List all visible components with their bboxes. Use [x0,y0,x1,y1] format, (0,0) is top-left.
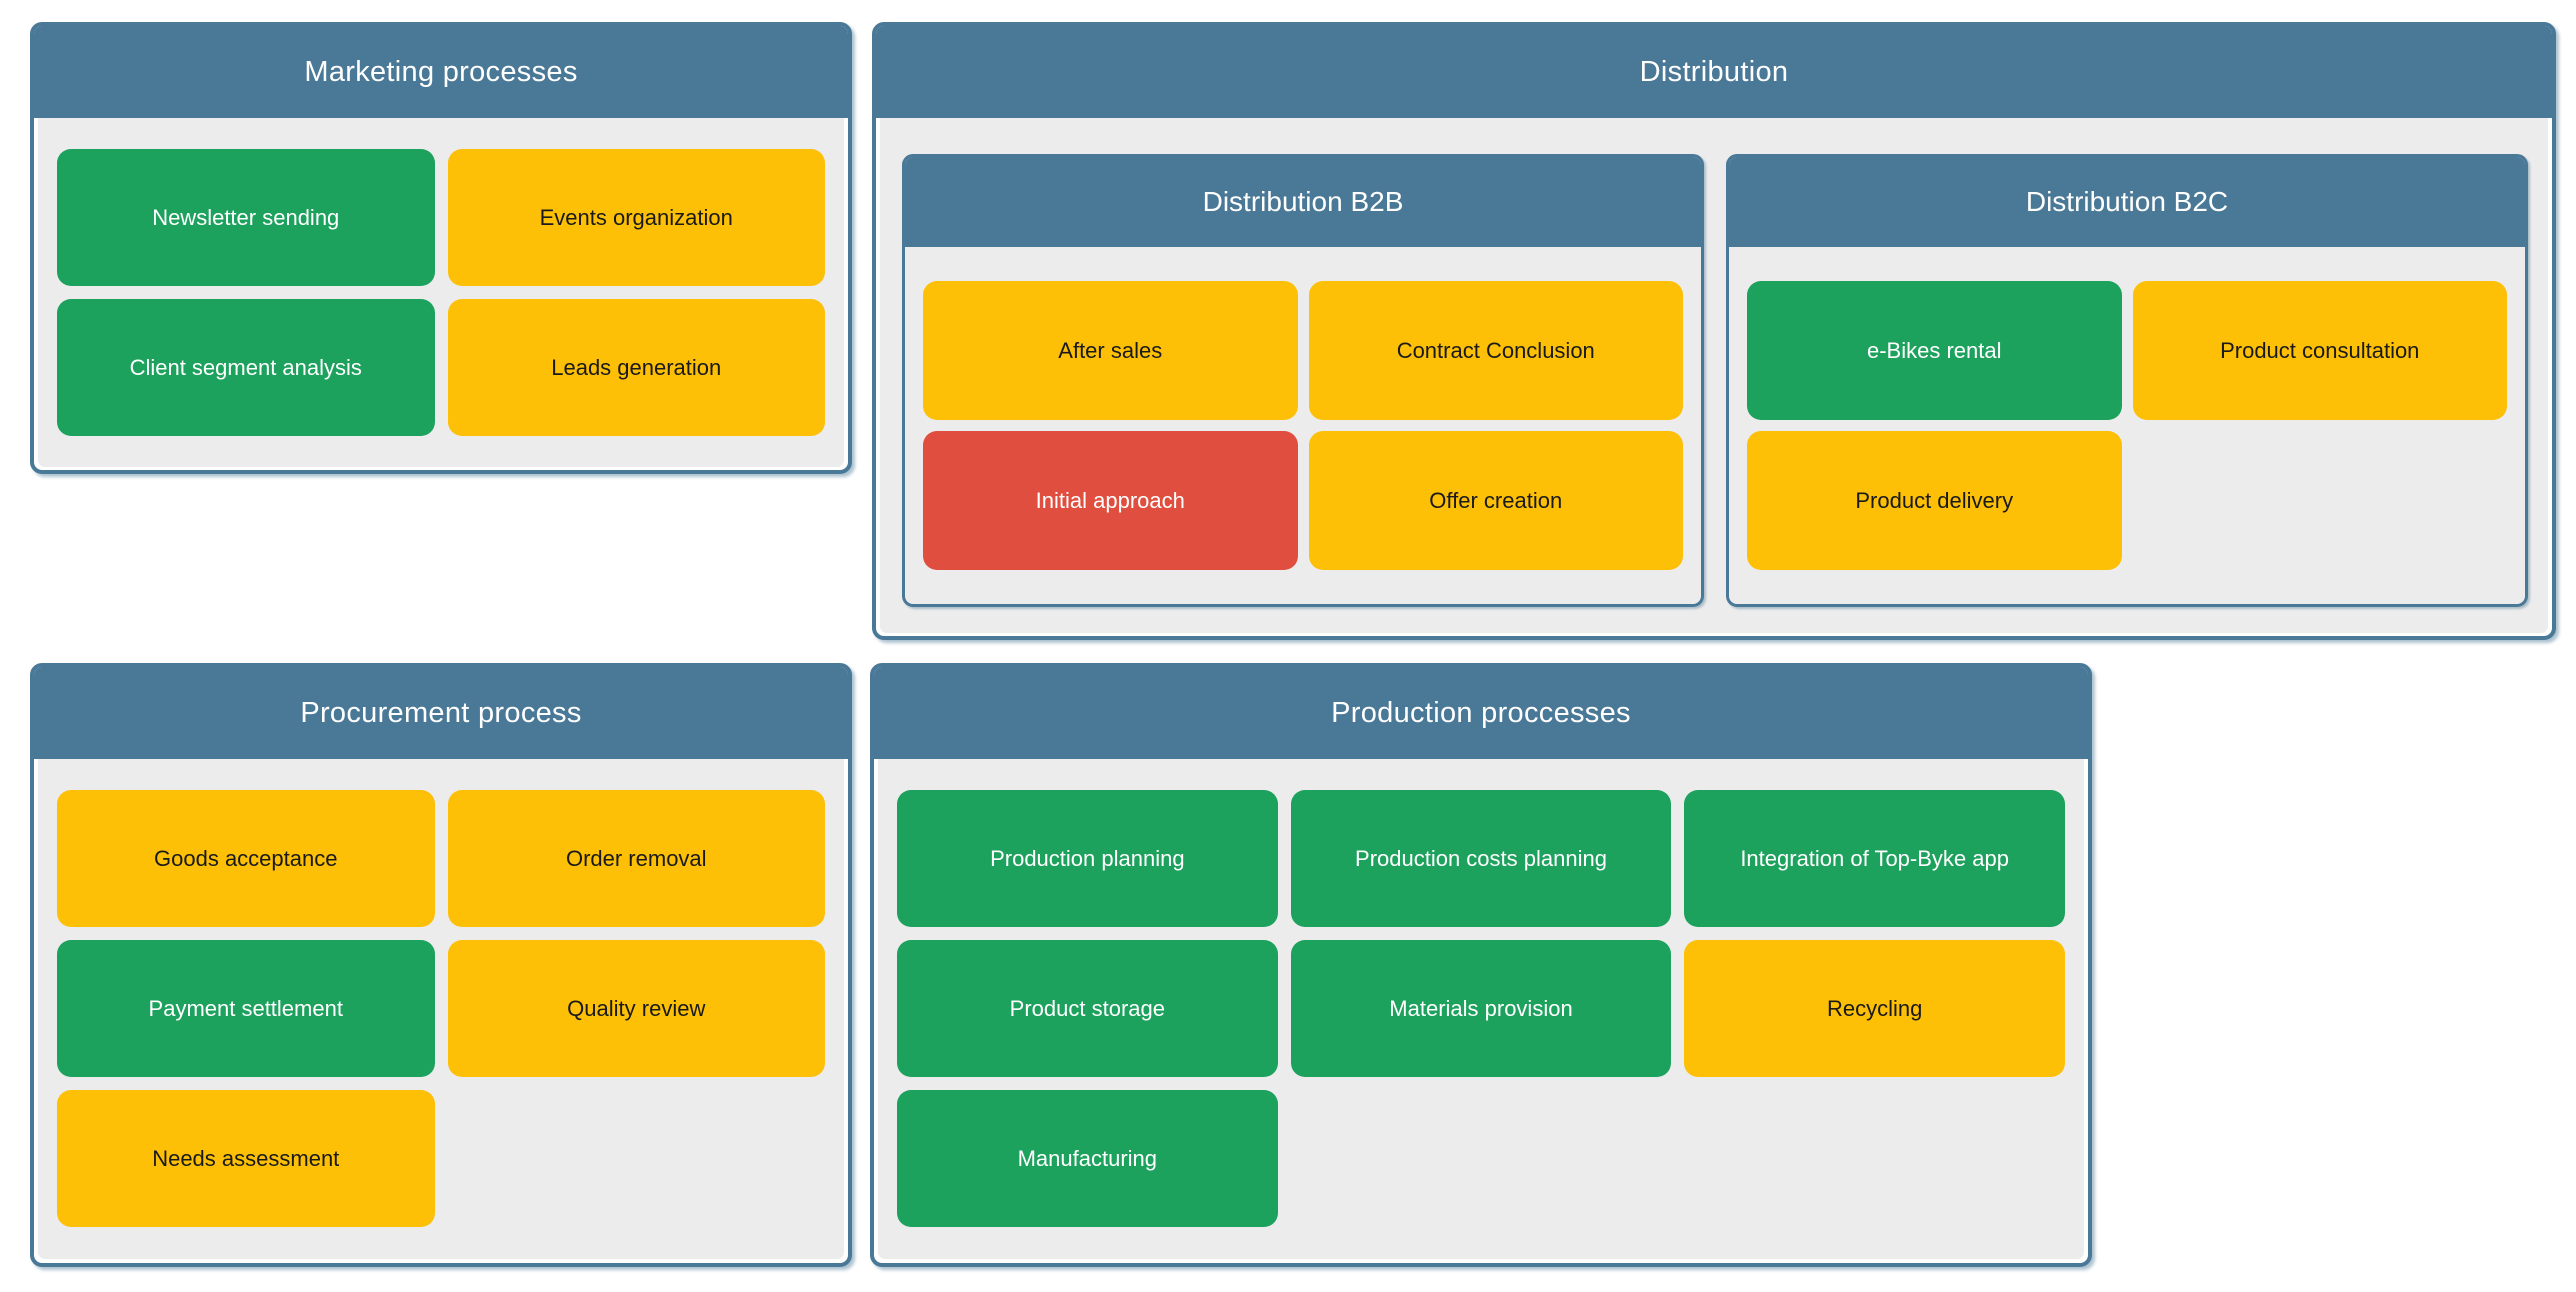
process-tile[interactable]: Materials provision [1290,940,1672,1077]
process-tile[interactable]: Integration of Top-Byke app [1684,790,2065,927]
panel-production-processes[interactable]: Production proccesses Production plannin… [870,663,2092,1267]
panel-body: Newsletter sending Events organization C… [38,118,844,467]
process-tile[interactable]: Contract Conclusion [1308,281,1683,420]
process-tile[interactable]: Product consultation [2132,281,2507,420]
panel-header: Distribution [876,26,2552,118]
process-tile[interactable]: Newsletter sending [57,149,435,286]
process-tile[interactable]: Product storage [897,940,1278,1077]
panel-body: Distribution B2B After sales Contract Co… [880,118,2548,633]
process-tile[interactable]: Payment settlement [57,940,435,1077]
panel-title: Marketing processes [304,55,578,88]
subpanel-body: After sales Contract Conclusion Initial … [905,247,1701,604]
process-tile[interactable]: Client segment analysis [57,299,435,436]
process-tile[interactable]: Manufacturing [897,1090,1278,1227]
process-tile[interactable]: Production costs planning [1290,790,1672,927]
subpanel-distribution-b2b[interactable]: Distribution B2B After sales Contract Co… [902,154,1704,607]
subpanel-header: Distribution B2C [1729,157,2525,247]
process-tile[interactable]: Offer creation [1308,431,1683,570]
panel-body: Production planning Production costs pla… [878,759,2084,1259]
process-tile[interactable]: Needs assessment [57,1090,435,1227]
process-tile[interactable]: Production planning [897,790,1278,927]
panel-title: Procurement process [300,696,582,729]
panel-header: Marketing processes [34,26,848,118]
panel-distribution[interactable]: Distribution Distribution B2B After sale… [872,22,2556,640]
process-tile[interactable]: e-Bikes rental [1747,281,2122,420]
panel-procurement-process[interactable]: Procurement process Goods acceptance Ord… [30,663,852,1267]
panel-body: Goods acceptance Order removal Payment s… [38,759,844,1259]
panel-title: Production proccesses [1331,696,1631,729]
process-tile[interactable]: Initial approach [923,431,1298,570]
process-tile[interactable]: Quality review [447,940,825,1077]
process-tile[interactable]: Events organization [447,149,825,286]
panel-title: Distribution [1639,55,1789,88]
subpanel-title: Distribution B2B [1202,186,1404,217]
process-tile[interactable]: Leads generation [447,299,825,436]
process-tile[interactable]: Goods acceptance [57,790,435,927]
process-tile[interactable]: Recycling [1684,940,2065,1077]
subpanel-distribution-b2c[interactable]: Distribution B2C e-Bikes rental Product … [1726,154,2528,607]
process-tile[interactable]: Order removal [447,790,825,927]
panel-marketing-processes[interactable]: Marketing processes Newsletter sending E… [30,22,852,474]
process-tile[interactable]: After sales [923,281,1298,420]
panel-header: Production proccesses [874,667,2088,759]
subpanel-body: e-Bikes rental Product consultation Prod… [1729,247,2525,604]
subpanel-header: Distribution B2B [905,157,1701,247]
panel-header: Procurement process [34,667,848,759]
process-tile[interactable]: Product delivery [1747,431,2122,570]
subpanel-title: Distribution B2C [2025,186,2229,217]
